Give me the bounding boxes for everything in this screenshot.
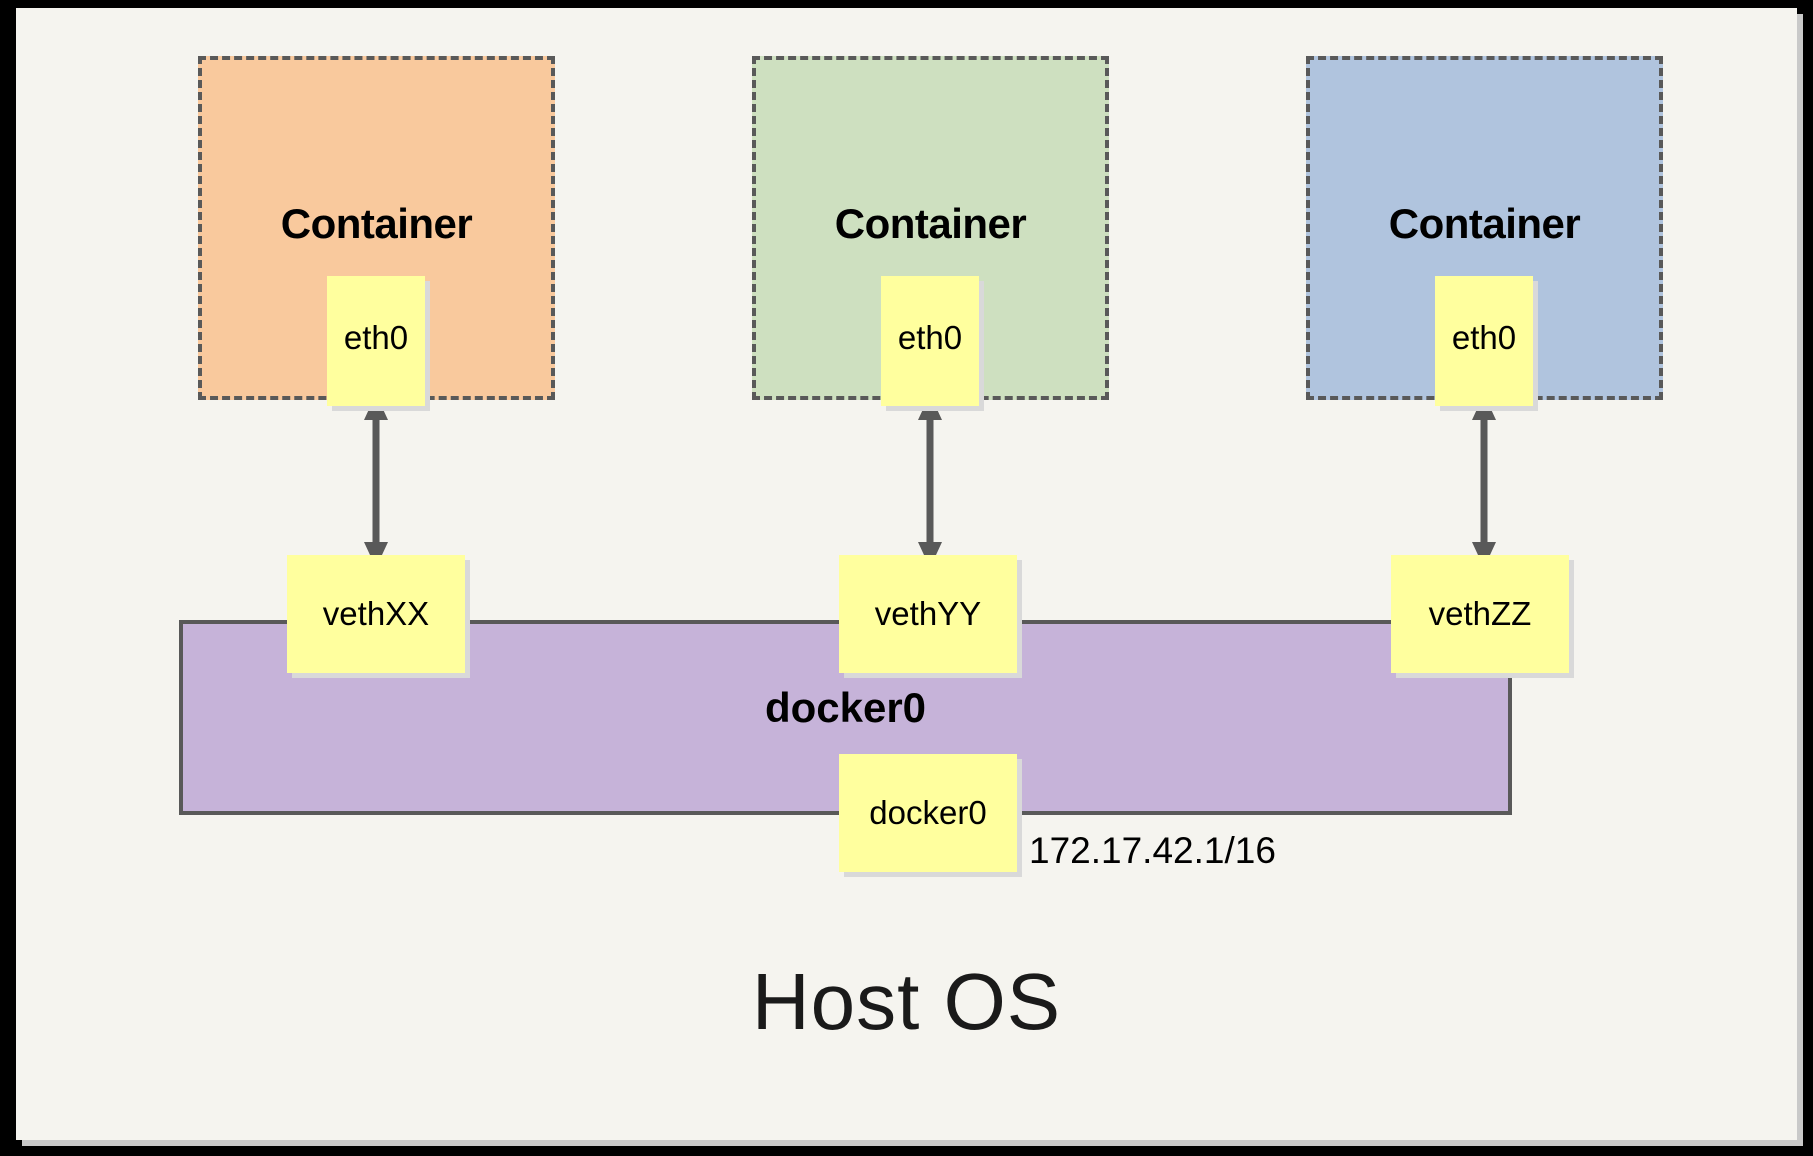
link-arrow-1 (364, 394, 388, 568)
docker0-ip-address: 172.17.42.1/16 (1029, 830, 1276, 871)
container-title-1: Container (280, 200, 473, 247)
host-os-canvas: docker0 Container Container Container et… (16, 8, 1797, 1140)
link-arrow-2 (918, 394, 942, 568)
link-arrow-3 (1472, 394, 1496, 568)
veth-box-3: vethZZ (1391, 555, 1569, 673)
veth-box-1: vethXX (287, 555, 465, 673)
host-os-label: Host OS (751, 957, 1062, 1046)
eth0-box-container-1: eth0 (327, 276, 425, 406)
eth0-box-container-2: eth0 (881, 276, 979, 406)
container-title-3: Container (1388, 200, 1581, 247)
eth0-box-container-3: eth0 (1435, 276, 1533, 406)
veth-box-2: vethYY (839, 555, 1017, 673)
docker0-bridge-label: docker0 (764, 684, 927, 731)
docker0-interface-box: docker0 (839, 754, 1017, 872)
container-title-2: Container (834, 200, 1027, 247)
